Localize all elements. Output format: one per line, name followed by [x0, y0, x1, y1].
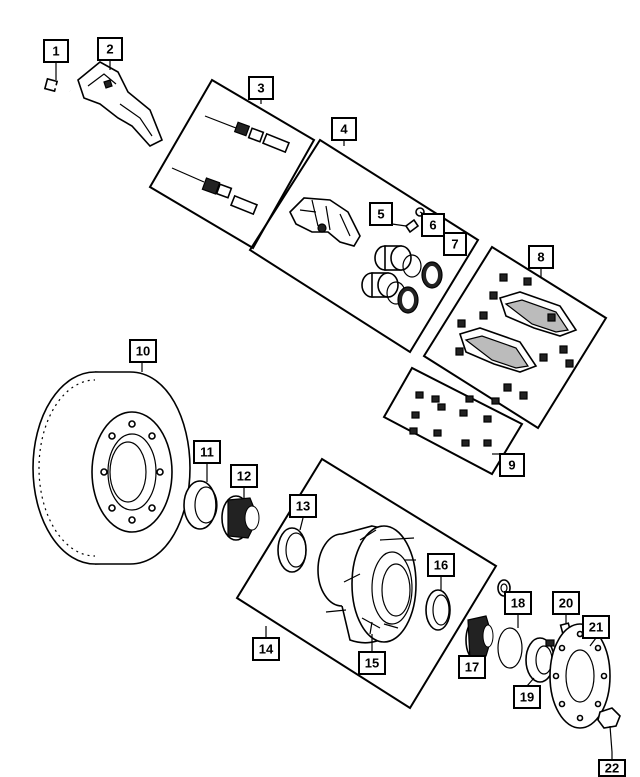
- pad-hardware-kit: [409, 391, 500, 447]
- caliper-bolt: [43, 77, 71, 93]
- brake-caliper: [289, 197, 361, 247]
- callout-17: 17: [458, 655, 486, 679]
- outer-bearing-cone: [221, 495, 260, 541]
- guide-pin-kit: [171, 115, 291, 216]
- bleeder-screw: [404, 218, 420, 234]
- svg-text:2: 2: [106, 42, 113, 57]
- callout-21: 21: [582, 615, 610, 639]
- callout-10: 10: [129, 339, 157, 363]
- callout-18: 18: [504, 591, 532, 615]
- brake-rotor: [32, 371, 191, 565]
- svg-text:19: 19: [520, 690, 534, 705]
- group-box-8: [422, 245, 608, 430]
- callout-19: 19: [513, 685, 541, 709]
- svg-text:13: 13: [296, 499, 310, 514]
- callout-22: 22: [598, 759, 626, 777]
- svg-text:5: 5: [377, 207, 384, 222]
- callout-6: 6: [421, 213, 445, 237]
- callout-15: 15: [358, 651, 386, 675]
- group-box-9: [382, 366, 524, 476]
- svg-text:11: 11: [200, 445, 214, 460]
- svg-text:15: 15: [365, 656, 379, 671]
- callout-9: 9: [499, 453, 525, 477]
- svg-text:1: 1: [52, 44, 59, 59]
- callout-5: 5: [369, 202, 393, 226]
- svg-text:16: 16: [434, 558, 448, 573]
- brake-pad-set: [455, 273, 578, 400]
- svg-text:21: 21: [589, 620, 603, 635]
- callout-13: 13: [289, 494, 317, 518]
- callout-2: 2: [97, 37, 123, 61]
- callout-1: 1: [43, 39, 69, 63]
- svg-text:18: 18: [511, 596, 525, 611]
- svg-text:4: 4: [340, 122, 348, 137]
- inner-bearing-cone: [465, 615, 494, 661]
- svg-text:8: 8: [537, 250, 544, 265]
- callout-3: 3: [248, 76, 274, 100]
- svg-text:6: 6: [429, 218, 436, 233]
- caliper-anchor-bracket: [77, 61, 164, 147]
- inner-bearing-race: [277, 527, 307, 573]
- callout-11: 11: [193, 440, 221, 464]
- svg-text:20: 20: [559, 596, 573, 611]
- svg-text:12: 12: [237, 469, 251, 484]
- svg-text:14: 14: [259, 642, 274, 657]
- hub-bolt: [597, 707, 621, 753]
- svg-text:7: 7: [451, 237, 458, 252]
- group-box-3: [148, 78, 316, 250]
- svg-text:3: 3: [257, 81, 264, 96]
- callout-20: 20: [552, 591, 580, 615]
- outer-bearing-race: [183, 480, 218, 530]
- group-box-4: [248, 138, 480, 354]
- hub-bearing-cup: [425, 589, 451, 631]
- piston-seal-kit: [361, 245, 443, 314]
- callout-7: 7: [443, 232, 467, 256]
- callout-16: 16: [427, 553, 455, 577]
- callout-12: 12: [230, 464, 258, 488]
- seal-ring: [497, 627, 523, 669]
- spindle-locknut: [525, 637, 559, 683]
- wheel-studs: [325, 529, 416, 635]
- callout-4: 4: [331, 117, 357, 141]
- svg-text:9: 9: [508, 458, 515, 473]
- wheel-hub: [317, 525, 417, 644]
- callout-14: 14: [252, 637, 280, 661]
- callout-8: 8: [528, 245, 554, 269]
- svg-text:10: 10: [136, 344, 150, 359]
- svg-text:22: 22: [605, 761, 619, 776]
- hub-gasket: [549, 623, 611, 729]
- svg-text:17: 17: [465, 660, 479, 675]
